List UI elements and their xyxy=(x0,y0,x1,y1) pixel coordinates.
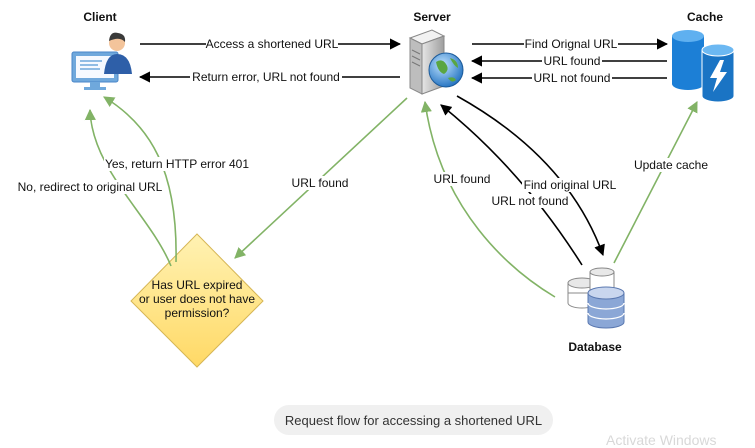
label-url-not-found-cache: URL not found xyxy=(534,71,611,85)
label-access-short-url: Access a shortened URL xyxy=(206,37,339,51)
label-no-redirect: No, redirect to original URL xyxy=(18,180,163,194)
decision-line-3: permission? xyxy=(165,306,230,320)
label-url-found-server: URL found xyxy=(292,176,349,190)
label-find-original-db: Find original URL xyxy=(524,178,617,192)
decision-diamond: Has URL expired or user does not have pe… xyxy=(130,233,264,368)
arrow-server-to-db xyxy=(456,95,605,257)
label-find-original-cache: Find Orignal URL xyxy=(525,37,618,51)
label-return-error: Return error, URL not found xyxy=(192,70,340,84)
label-url-found-cache: URL found xyxy=(544,54,601,68)
database-label: Database xyxy=(568,340,622,354)
label-url-not-found-db: URL not found xyxy=(492,194,569,208)
cache-icon xyxy=(672,30,735,103)
server-label: Server xyxy=(413,10,451,24)
diagram-caption: Request flow for accessing a shortened U… xyxy=(274,405,553,435)
client-label: Client xyxy=(83,10,116,24)
arrow-yes-error xyxy=(103,96,177,263)
arrow-db-not-found xyxy=(440,104,583,266)
decision-line-2: or user does not have xyxy=(139,292,255,306)
label-update-cache: Update cache xyxy=(634,158,708,172)
server-globe-icon xyxy=(408,29,464,95)
arrow-db-update-cache xyxy=(613,101,698,264)
label-url-found-db: URL found xyxy=(434,172,491,186)
client-user-icon xyxy=(71,32,132,90)
cache-label: Cache xyxy=(687,10,723,24)
decision-line-1: Has URL expired xyxy=(152,278,243,292)
arrow-db-found-to-server xyxy=(420,100,556,298)
edge-labels: Access a shortened URL Return error, URL… xyxy=(18,37,710,208)
database-icon xyxy=(567,267,625,329)
label-yes-error-401: Yes, return HTTP error 401 xyxy=(105,157,249,171)
activate-windows-watermark: Activate Windows xyxy=(606,432,717,448)
